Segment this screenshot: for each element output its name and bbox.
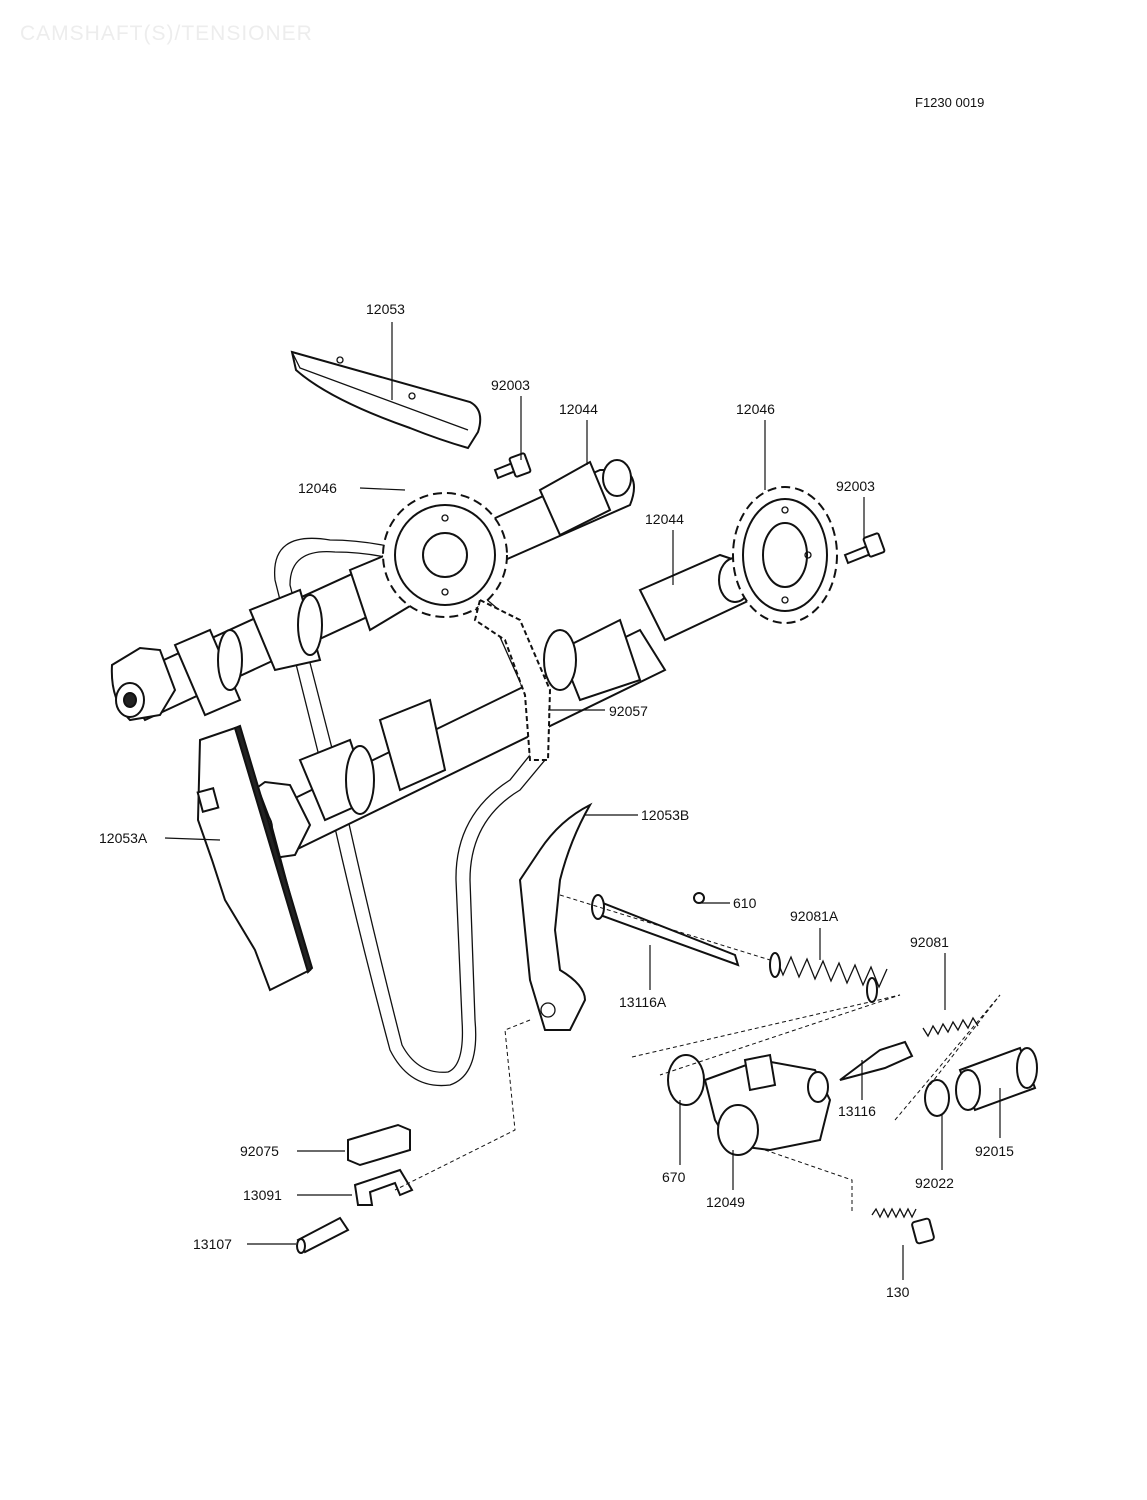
washer <box>924 1079 950 1117</box>
label-13116: 13116 <box>838 1103 876 1119</box>
camshaft-lower <box>238 553 756 862</box>
bolt-92003-left <box>493 452 532 480</box>
label-92057: 92057 <box>609 703 648 719</box>
rubber-block <box>347 1123 411 1167</box>
label-610: 610 <box>733 895 757 911</box>
figure-code: F1230 0019 <box>915 95 985 110</box>
label-92022: 92022 <box>915 1175 954 1191</box>
assembly-lines <box>394 894 1001 1212</box>
label-92075: 92075 <box>240 1143 279 1159</box>
cam-sprocket-right <box>732 486 838 624</box>
label-13091: 13091 <box>243 1187 282 1203</box>
plunger <box>839 1040 914 1081</box>
chain-guide-top <box>290 350 482 450</box>
tensioner-guide <box>518 802 593 1031</box>
spring-small <box>922 1016 979 1038</box>
label-12044-lower: 12044 <box>645 511 684 527</box>
o-ring <box>667 1054 705 1106</box>
label-12046-left: 12046 <box>298 480 337 496</box>
label-92003-right: 92003 <box>836 478 875 494</box>
tensioner-body <box>703 1053 832 1156</box>
cam-sprocket-left <box>382 492 508 618</box>
label-92003-left: 92003 <box>491 377 530 393</box>
label-12053B: 12053B <box>641 807 689 823</box>
label-12053: 12053 <box>366 301 405 317</box>
label-13116A: 13116A <box>619 994 667 1010</box>
label-92081A: 92081A <box>790 908 839 924</box>
label-92081: 92081 <box>910 934 949 950</box>
cap-nut <box>955 1046 1038 1112</box>
chain-links <box>473 598 552 761</box>
label-12046-right: 12046 <box>736 401 775 417</box>
push-rod <box>591 892 740 967</box>
label-670: 670 <box>662 1169 686 1185</box>
diagram-title: CAMSHAFT(S)/TENSIONER <box>20 22 313 45</box>
label-12053A: 12053A <box>99 830 148 846</box>
leader-lines <box>164 322 1001 1280</box>
retainer-bracket <box>353 1168 414 1206</box>
label-12049: 12049 <box>706 1194 745 1210</box>
label-12044-upper: 12044 <box>559 401 598 417</box>
label-13107: 13107 <box>193 1236 232 1252</box>
bolt-92003-right <box>843 532 886 565</box>
label-92015: 92015 <box>975 1143 1014 1159</box>
bolt-130 <box>871 1207 935 1245</box>
pin <box>296 1216 350 1254</box>
chain-guide-left <box>196 724 314 992</box>
spring-large <box>769 952 888 1003</box>
label-130: 130 <box>886 1284 910 1300</box>
